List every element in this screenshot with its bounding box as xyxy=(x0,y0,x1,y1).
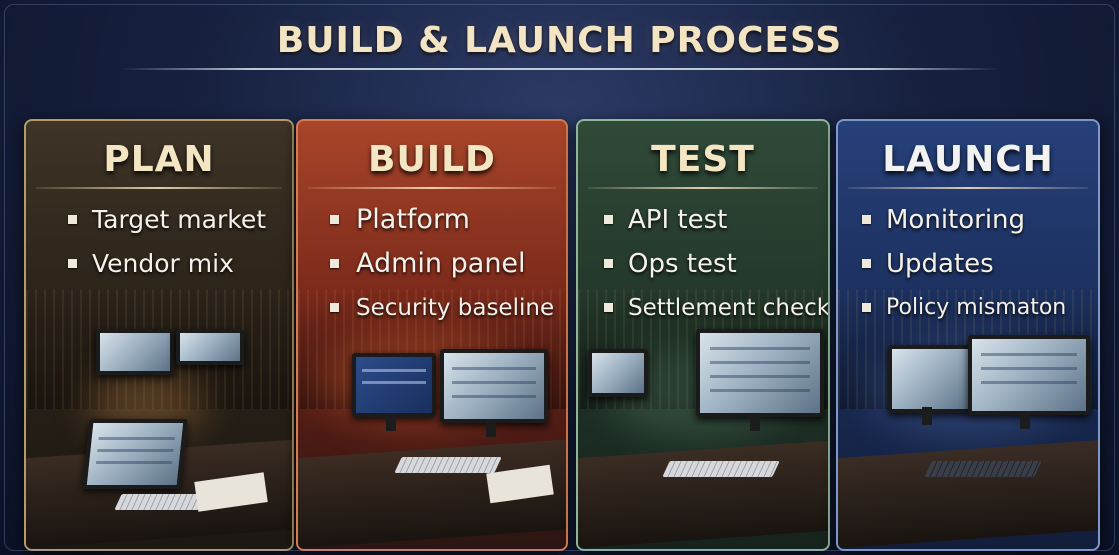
list-item: Policy mismaton xyxy=(838,293,1066,337)
phase-title-build: BUILD xyxy=(368,139,496,180)
plan-item-list: Target market Vendor mix xyxy=(26,205,266,293)
item-label: Policy mismaton xyxy=(886,295,1067,320)
list-item: Security baseline xyxy=(298,293,554,337)
bullet-icon xyxy=(68,215,77,224)
bullet-icon xyxy=(330,215,339,224)
bullet-icon xyxy=(330,259,339,268)
bullet-icon xyxy=(68,259,77,268)
list-item: Target market xyxy=(26,205,266,249)
item-label: Updates xyxy=(886,249,994,279)
bullet-icon xyxy=(330,303,339,312)
slide-title: BUILD & LAUNCH PROCESS xyxy=(276,20,843,61)
list-item: Platform xyxy=(298,205,554,249)
item-label: Vendor mix xyxy=(92,249,234,278)
panel-launch: LAUNCH Monitoring Updates Policy mismato… xyxy=(836,119,1100,551)
list-item: Admin panel xyxy=(298,249,554,293)
launch-scene-illustration xyxy=(838,289,1098,549)
list-item: Vendor mix xyxy=(26,249,266,293)
phase-divider xyxy=(308,187,556,189)
test-scene-illustration xyxy=(578,289,828,549)
build-item-list: Platform Admin panel Security baseline xyxy=(298,205,554,337)
bullet-icon xyxy=(862,215,871,224)
test-item-list: API test Ops test Settlement check xyxy=(578,205,830,337)
phase-title-test: TEST xyxy=(651,139,755,180)
panel-plan: PLAN Target market Vendor mix xyxy=(24,119,294,551)
launch-item-list: Monitoring Updates Policy mismaton xyxy=(838,205,1066,337)
list-item: Updates xyxy=(838,249,1066,293)
phase-title-launch: LAUNCH xyxy=(882,139,1054,180)
panel-test: TEST API test Ops test Settlement check xyxy=(576,119,830,551)
list-item: Settlement check xyxy=(578,293,830,337)
bullet-icon xyxy=(604,215,613,224)
bullet-icon xyxy=(862,303,871,312)
plan-scene-illustration xyxy=(26,289,292,549)
list-item: Ops test xyxy=(578,249,828,293)
item-label: Ops test xyxy=(628,249,737,279)
item-label: Monitoring xyxy=(886,205,1026,235)
build-scene-illustration xyxy=(298,289,566,549)
bullet-icon xyxy=(862,259,871,268)
phase-divider xyxy=(36,187,282,189)
item-label: Platform xyxy=(356,204,470,235)
phase-divider xyxy=(588,187,818,189)
phase-title-plan: PLAN xyxy=(103,139,215,180)
item-label: Admin panel xyxy=(356,248,526,279)
phase-divider xyxy=(848,187,1088,189)
list-item: API test xyxy=(578,205,828,249)
title-divider xyxy=(120,68,1000,70)
panel-build: BUILD Platform Admin panel Security base… xyxy=(296,119,568,551)
item-label: API test xyxy=(628,205,728,235)
list-item: Monitoring xyxy=(838,205,1066,249)
bullet-icon xyxy=(604,259,613,268)
item-label: Target market xyxy=(92,205,267,234)
item-label: Security baseline xyxy=(356,295,555,321)
bullet-icon xyxy=(604,303,613,312)
item-label: Settlement check xyxy=(628,295,830,321)
